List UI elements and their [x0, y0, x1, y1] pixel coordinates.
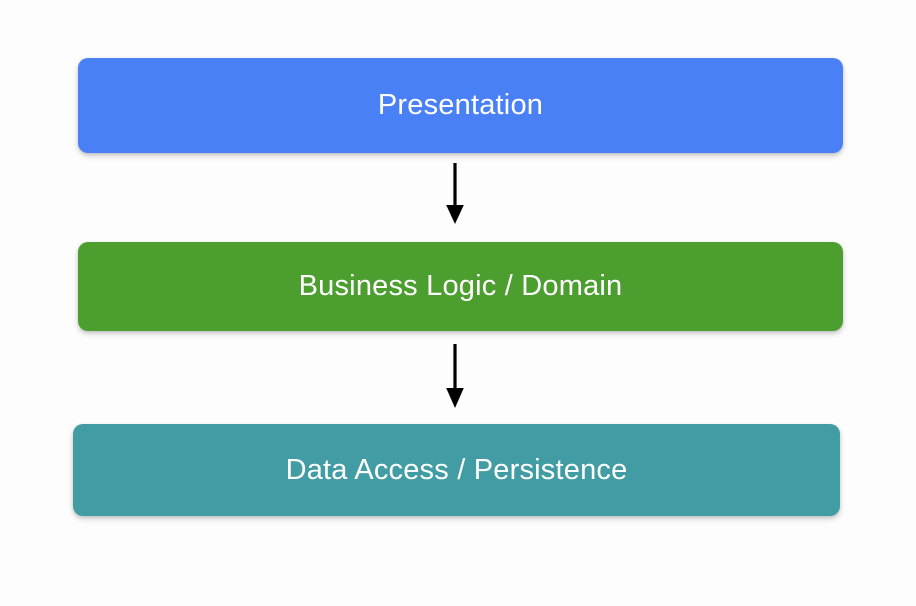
layer-label-data-access: Data Access / Persistence: [285, 453, 628, 486]
layer-box-presentation[interactable]: Presentation: [78, 58, 843, 153]
arrow-business-to-data-icon: [446, 344, 464, 408]
layer-box-business-logic[interactable]: Business Logic / Domain: [78, 242, 843, 331]
layer-box-data-access[interactable]: Data Access / Persistence: [73, 424, 840, 516]
arrow-presentation-to-business-icon: [446, 163, 464, 224]
layer-label-business-logic: Business Logic / Domain: [298, 270, 623, 302]
layer-label-presentation: Presentation: [377, 89, 544, 121]
